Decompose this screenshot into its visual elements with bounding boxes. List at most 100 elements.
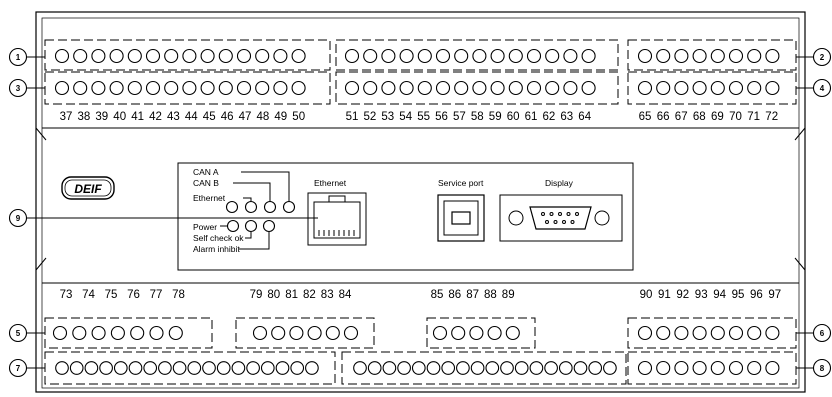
terminal-screw bbox=[143, 361, 158, 375]
terminal-number: 51 bbox=[346, 111, 359, 123]
terminal-screw bbox=[563, 48, 578, 64]
terminal-screw bbox=[747, 325, 762, 341]
terminal-screw bbox=[728, 325, 744, 341]
terminal-number: 69 bbox=[711, 111, 724, 123]
callout-number: 5 bbox=[16, 329, 21, 338]
terminal-screw bbox=[451, 325, 466, 341]
terminal-screw bbox=[363, 80, 378, 96]
terminal-number: 49 bbox=[274, 111, 287, 123]
terminal-number: 74 bbox=[82, 289, 95, 301]
terminal-screw bbox=[236, 80, 252, 96]
terminal-screw bbox=[145, 48, 161, 64]
terminal-screw bbox=[164, 48, 179, 64]
terminal-screw bbox=[472, 80, 487, 96]
terminal-screw bbox=[145, 80, 161, 96]
terminal-screw bbox=[435, 48, 451, 64]
terminal-screw bbox=[454, 80, 469, 96]
terminal-block-7b bbox=[341, 351, 627, 385]
terminal-screw bbox=[275, 361, 290, 375]
status-led bbox=[244, 200, 258, 214]
terminal-number: 76 bbox=[127, 289, 140, 301]
housing-inner bbox=[41, 17, 800, 389]
terminal-number: 85 bbox=[431, 289, 444, 301]
terminal-screw bbox=[397, 361, 411, 375]
callout-marker bbox=[8, 323, 28, 343]
housing-notch bbox=[794, 257, 806, 271]
terminal-screw bbox=[765, 360, 780, 376]
terminal-screw bbox=[765, 48, 780, 64]
dsub-shell bbox=[529, 206, 592, 230]
terminal-screw bbox=[164, 80, 179, 96]
terminal-screw bbox=[454, 48, 469, 64]
terminal-screw bbox=[91, 325, 106, 341]
housing-outer bbox=[35, 11, 806, 393]
terminal-screw bbox=[692, 360, 707, 376]
terminal-number: 56 bbox=[435, 111, 448, 123]
callout-marker bbox=[812, 323, 832, 343]
terminal-number: 86 bbox=[448, 289, 461, 301]
terminal-block-5c bbox=[426, 317, 536, 349]
terminal-screw bbox=[344, 48, 360, 64]
terminal-screw bbox=[441, 361, 456, 375]
terminal-screw bbox=[73, 80, 88, 96]
terminal-number: 39 bbox=[95, 111, 108, 123]
terminal-block-5b bbox=[235, 317, 375, 349]
terminal-block-5 bbox=[44, 317, 213, 349]
terminal-number: 40 bbox=[113, 111, 126, 123]
terminal-screw bbox=[637, 325, 653, 341]
terminal-number: 93 bbox=[695, 289, 708, 301]
terminal-screw bbox=[728, 80, 744, 96]
terminal-screw bbox=[109, 48, 124, 64]
terminal-screw bbox=[490, 80, 505, 96]
terminal-number: 80 bbox=[267, 289, 280, 301]
terminal-screw bbox=[273, 48, 288, 64]
terminal-number: 75 bbox=[105, 289, 118, 301]
terminal-screw bbox=[130, 325, 145, 341]
terminal-number: 88 bbox=[484, 289, 497, 301]
terminal-screw bbox=[656, 360, 671, 376]
terminal-number: 95 bbox=[732, 289, 745, 301]
terminal-screw bbox=[508, 80, 523, 96]
terminal-screw bbox=[558, 361, 573, 375]
terminal-number: 79 bbox=[250, 289, 263, 301]
terminal-block-1 bbox=[44, 39, 331, 71]
terminal-number: 58 bbox=[471, 111, 484, 123]
terminal-screw bbox=[291, 80, 306, 96]
terminal-screw bbox=[290, 361, 305, 375]
terminal-screw bbox=[765, 325, 780, 341]
terminal-screw bbox=[588, 361, 603, 375]
terminal-screw bbox=[202, 361, 216, 375]
terminal-screw bbox=[307, 325, 322, 341]
terminal-block-7 bbox=[44, 351, 336, 385]
terminal-screw bbox=[381, 48, 396, 64]
terminal-number: 43 bbox=[167, 111, 180, 123]
terminal-screw bbox=[305, 361, 319, 375]
terminal-screw bbox=[747, 360, 762, 376]
terminal-number: 59 bbox=[489, 111, 502, 123]
terminal-screw bbox=[55, 361, 69, 375]
terminal-screw bbox=[637, 360, 653, 376]
ethernet-port bbox=[307, 192, 367, 246]
label-ethernet-led: Ethernet bbox=[193, 193, 226, 203]
terminal-screw bbox=[344, 80, 360, 96]
terminal-screw bbox=[637, 48, 653, 64]
terminal-number: 78 bbox=[172, 289, 185, 301]
terminal-screw bbox=[637, 80, 653, 96]
terminal-screw bbox=[674, 360, 689, 376]
terminal-number: 60 bbox=[507, 111, 520, 123]
status-led bbox=[244, 219, 258, 233]
terminal-screw bbox=[52, 325, 68, 341]
terminal-number: 45 bbox=[203, 111, 216, 123]
display-port bbox=[499, 194, 623, 242]
terminal-screw bbox=[674, 80, 689, 96]
terminal-screw bbox=[110, 325, 125, 341]
logo-text: DEIF bbox=[74, 182, 102, 196]
terminal-screw bbox=[182, 80, 197, 96]
terminal-screw bbox=[291, 48, 306, 64]
led-leader bbox=[243, 197, 252, 201]
terminal-screw bbox=[747, 48, 762, 64]
terminal-number: 48 bbox=[257, 111, 270, 123]
terminal-screw bbox=[255, 80, 270, 96]
terminal-screw bbox=[72, 325, 87, 341]
housing-notch bbox=[35, 127, 47, 141]
